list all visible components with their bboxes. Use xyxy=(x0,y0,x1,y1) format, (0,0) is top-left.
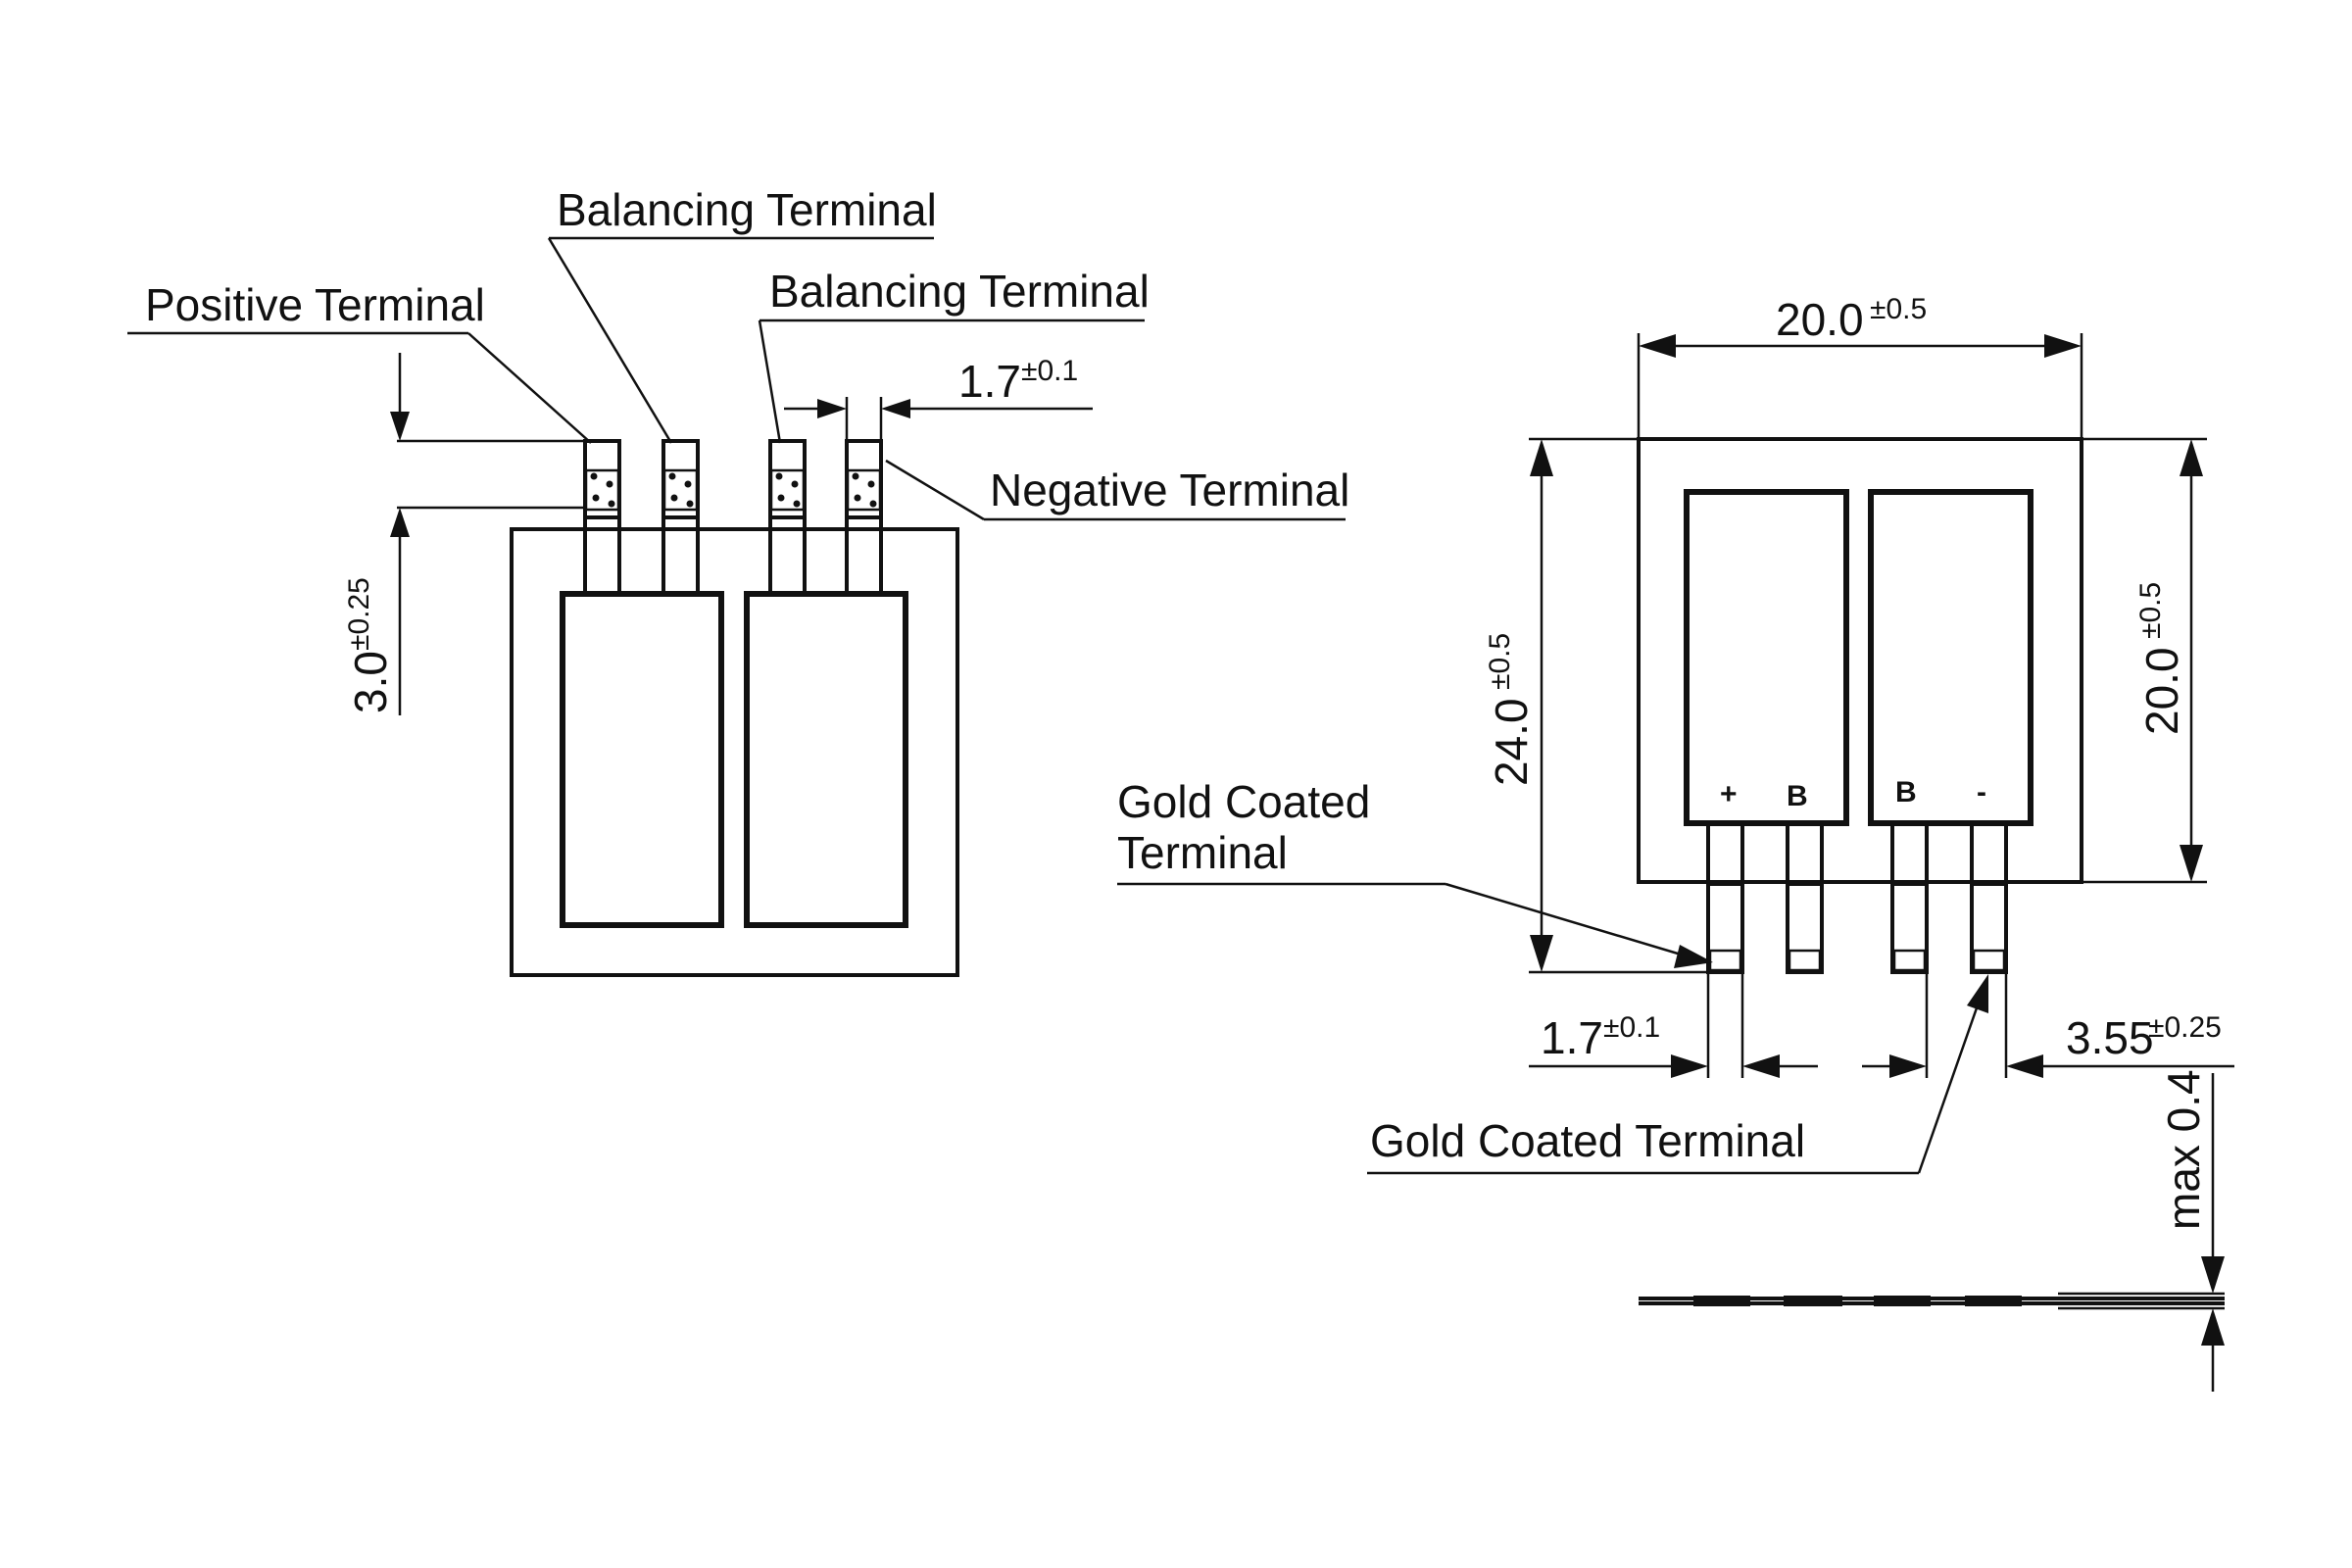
right-dim-terminal-width xyxy=(1529,972,1818,1078)
left-cell-2 xyxy=(744,591,908,928)
left-outer-body xyxy=(510,527,959,977)
dim-value-right-terminal-width: 1.7 xyxy=(1541,1012,1603,1063)
right-dim-width xyxy=(1637,333,2083,882)
dim-value-right-total-height: 24.0 xyxy=(1486,698,1537,786)
right-view: + B B - xyxy=(1117,293,2234,1392)
pin-mark-minus: - xyxy=(1977,776,1986,808)
left-label-leaders xyxy=(127,236,1346,521)
left-terminal-tab-balancing-1 xyxy=(662,439,700,519)
dim-tol-right-width: ±0.5 xyxy=(1870,293,1927,325)
right-terminal-leads xyxy=(1706,823,2008,884)
label-balancing-terminal-2: Balancing Terminal xyxy=(769,266,1150,317)
right-terminal-tabs xyxy=(1706,882,2008,974)
right-dim-thickness xyxy=(2201,1073,2225,1392)
dim-tol-right-terminal-width: ±0.1 xyxy=(1603,1011,1660,1044)
left-dim-terminal-width xyxy=(784,397,1093,441)
dim-value-left-height: 3.0 xyxy=(345,651,396,713)
right-cell-1 xyxy=(1684,489,1849,826)
label-balancing-terminal-1: Balancing Terminal xyxy=(557,184,937,235)
left-terminal-tab-negative xyxy=(845,439,883,519)
left-dim-terminal-height xyxy=(390,353,585,715)
label-gold-coated-terminal-2: Gold Coated Terminal xyxy=(1370,1115,1805,1166)
dim-tol-right-body-height: ±0.5 xyxy=(2134,582,2167,639)
right-dim-total-height xyxy=(1529,437,1708,974)
left-cell-1 xyxy=(560,591,724,928)
label-negative-terminal: Negative Terminal xyxy=(990,465,1349,515)
dim-tol-left-width: ±0.1 xyxy=(1021,355,1078,387)
dim-value-left-width: 1.7 xyxy=(958,356,1021,407)
dim-value-right-thickness: max 0.4 xyxy=(2158,1069,2209,1230)
label-gold-coated-terminal-1-line2: Terminal xyxy=(1117,827,1288,878)
label-gold-coated-terminal-1-line1: Gold Coated xyxy=(1117,776,1370,827)
right-cell-2 xyxy=(1868,489,2034,826)
label-positive-terminal: Positive Terminal xyxy=(145,279,485,330)
pin-mark-b-right: B xyxy=(1895,776,1917,808)
right-dim-terminal-offset xyxy=(1862,972,2234,1078)
right-label-leaders xyxy=(1117,882,1988,1175)
pin-mark-b-left: B xyxy=(1787,780,1808,812)
dim-tol-right-terminal-offset: ±0.25 xyxy=(2148,1011,2222,1044)
dim-tol-left-height: ±0.25 xyxy=(343,577,375,651)
left-terminal-leads xyxy=(583,517,883,594)
left-view: Positive Terminal Balancing Terminal Bal… xyxy=(127,184,1349,977)
left-terminal-tab-balancing-2 xyxy=(768,439,807,519)
dim-value-right-body-height: 20.0 xyxy=(2136,647,2187,735)
dim-value-right-width: 20.0 xyxy=(1776,294,1864,345)
right-dim-body-height xyxy=(2082,437,2207,884)
dim-tol-right-total-height: ±0.5 xyxy=(1484,633,1516,690)
left-terminal-tab-positive xyxy=(583,439,621,519)
dim-value-right-terminal-offset: 3.55 xyxy=(2066,1012,2154,1063)
right-thickness-profile xyxy=(1639,1292,2225,1310)
right-outer-body xyxy=(1637,437,2083,884)
pin-mark-plus: + xyxy=(1720,778,1738,810)
